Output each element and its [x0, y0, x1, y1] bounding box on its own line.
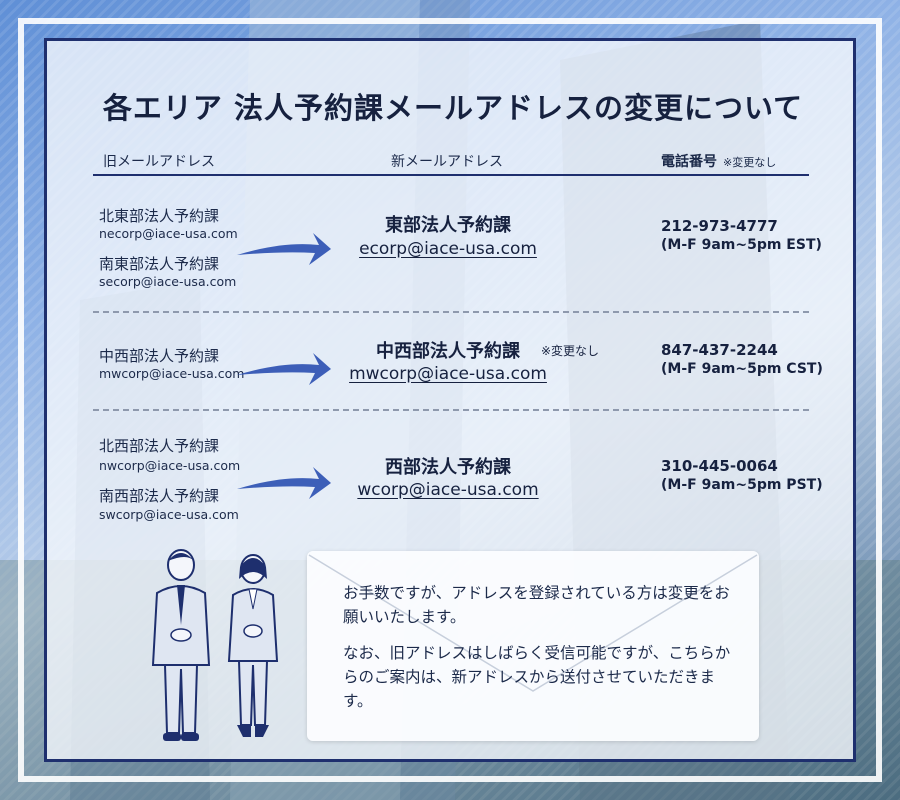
- old-dept-name: 南西部法人予約課: [99, 487, 220, 505]
- row-divider: [93, 311, 809, 313]
- header-phone: 電話番号 ※変更なし: [661, 151, 776, 171]
- arrow-right-icon: [237, 353, 331, 385]
- new-dept-name-text: 中西部法人予約課: [376, 341, 520, 362]
- new-dept-name: 西部法人予約課: [385, 457, 511, 478]
- new-email[interactable]: wcorp@iace-usa.com: [357, 480, 539, 500]
- business-hours: (M-F 9am~5pm PST): [661, 477, 823, 493]
- old-dept-name: 北西部法人予約課: [99, 437, 220, 455]
- message-paragraph-2: なお、旧アドレスはしばらく受信可能ですが、こちらからのご案内は、新アドレスから送…: [343, 644, 731, 710]
- header-phone-note: ※変更なし: [723, 156, 777, 169]
- header-old-email: 旧メールアドレス: [103, 154, 215, 170]
- envelope-icon: [308, 554, 758, 692]
- business-hours: (M-F 9am~5pm EST): [661, 237, 822, 253]
- row-divider: [93, 409, 809, 411]
- old-dept-name: 北東部法人予約課: [99, 207, 220, 225]
- arrow-right-icon: [237, 233, 331, 265]
- old-dept-name: 南東部法人予約課: [99, 255, 220, 273]
- old-email[interactable]: mwcorp@iace-usa.com: [99, 366, 245, 381]
- old-email[interactable]: nwcorp@iace-usa.com: [99, 458, 241, 473]
- outer-frame: [18, 18, 882, 782]
- header-divider: [93, 174, 809, 176]
- notice-panel: 各エリア 法人予約課メールアドレスの変更について 旧メールアドレス 新メールアド…: [44, 38, 856, 762]
- message-paragraph-1: お手数ですが、アドレスを登録されている方は変更をお願いいたします。: [343, 584, 730, 626]
- phone-number[interactable]: 212-973-4777: [661, 217, 778, 235]
- header-new-email: 新メールアドレス: [391, 154, 503, 170]
- business-hours: (M-F 9am~5pm CST): [661, 361, 823, 377]
- new-dept-name: 東部法人予約課: [385, 215, 511, 236]
- new-email[interactable]: ecorp@iace-usa.com: [359, 239, 537, 259]
- header-phone-label: 電話番号: [661, 154, 717, 170]
- page-title: 各エリア 法人予約課メールアドレスの変更について: [102, 91, 804, 125]
- arrow-right-icon: [237, 467, 331, 499]
- new-email[interactable]: mwcorp@iace-usa.com: [349, 364, 547, 384]
- old-email[interactable]: necorp@iace-usa.com: [99, 226, 238, 241]
- message-envelope: お手数ですが、アドレスを登録されている方は変更をお願いいたします。 なお、旧アド…: [307, 551, 759, 741]
- new-dept-name: 中西部法人予約課 ※変更なし: [333, 337, 599, 363]
- phone-number[interactable]: 847-437-2244: [661, 341, 778, 359]
- man-figure: [151, 549, 211, 741]
- old-email[interactable]: secorp@iace-usa.com: [99, 274, 237, 289]
- phone-number[interactable]: 310-445-0064: [661, 457, 778, 475]
- old-dept-name: 中西部法人予約課: [99, 347, 220, 365]
- old-email[interactable]: swcorp@iace-usa.com: [99, 507, 239, 522]
- woman-figure: [227, 554, 279, 737]
- business-people-bowing-illustration: [151, 549, 279, 741]
- unchanged-note: ※変更なし: [541, 344, 600, 358]
